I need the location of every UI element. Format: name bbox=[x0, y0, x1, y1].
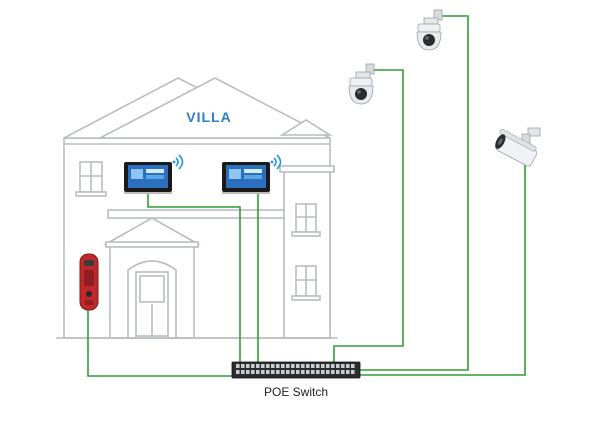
switch-port bbox=[271, 364, 275, 368]
cables bbox=[87, 15, 526, 377]
switch-port bbox=[266, 364, 270, 368]
switch-port bbox=[296, 364, 300, 368]
switch-port bbox=[341, 364, 345, 368]
dome-camera-icon-2 bbox=[416, 9, 443, 51]
villa-house: VILLA bbox=[56, 77, 338, 339]
switch-port bbox=[236, 364, 240, 368]
villa-label: VILLA bbox=[186, 109, 231, 125]
switch-port bbox=[261, 364, 265, 368]
switch-port bbox=[246, 364, 250, 368]
poe-switch: POE Switch bbox=[231, 361, 361, 399]
switch-port bbox=[256, 364, 260, 368]
switch-port bbox=[261, 370, 265, 374]
house-roof-right bbox=[99, 77, 331, 139]
switch-port bbox=[311, 370, 315, 374]
bullet-camera-icon bbox=[495, 127, 541, 167]
switch-port bbox=[331, 364, 335, 368]
house-right-wing bbox=[283, 169, 331, 339]
switch-port bbox=[281, 370, 285, 374]
switch-label: POE Switch bbox=[264, 385, 328, 399]
switch-port bbox=[281, 364, 285, 368]
switch-port bbox=[276, 370, 280, 374]
switch-port bbox=[306, 370, 310, 374]
switch-port bbox=[266, 370, 270, 374]
switch-port bbox=[291, 370, 295, 374]
switch-port bbox=[346, 364, 350, 368]
cable-dome-camera-2 bbox=[360, 15, 469, 371]
switch-port bbox=[251, 370, 255, 374]
monitor-icon-1 bbox=[124, 162, 172, 194]
cable-monitor-1 bbox=[147, 194, 241, 366]
switch-port bbox=[286, 364, 290, 368]
wifi-icon-1 bbox=[172, 154, 184, 170]
switch-port bbox=[246, 370, 250, 374]
switch-port bbox=[306, 364, 310, 368]
right-wing-cornice bbox=[279, 165, 335, 173]
roof-dormer bbox=[279, 119, 333, 136]
switch-ports bbox=[236, 364, 355, 374]
switch-port bbox=[336, 364, 340, 368]
switch-port bbox=[336, 370, 340, 374]
doorbell-icon bbox=[79, 253, 99, 311]
switch-port bbox=[301, 364, 305, 368]
switch-port bbox=[256, 370, 260, 374]
switch-port bbox=[301, 370, 305, 374]
switch-port bbox=[271, 370, 275, 374]
monitor-icon-2 bbox=[222, 162, 270, 194]
cable-dome-camera-1 bbox=[333, 69, 404, 362]
cable-doorbell bbox=[87, 310, 236, 377]
switch-port bbox=[286, 370, 290, 374]
switch-port bbox=[321, 364, 325, 368]
switch-port bbox=[241, 364, 245, 368]
switch-port bbox=[326, 370, 330, 374]
switch-port bbox=[311, 364, 315, 368]
switch-port bbox=[321, 370, 325, 374]
wifi-icon-2 bbox=[270, 154, 282, 170]
switch-port bbox=[291, 364, 295, 368]
switch-port bbox=[351, 370, 355, 374]
switch-port bbox=[276, 364, 280, 368]
dome-camera-icon-1 bbox=[348, 63, 375, 105]
switch-port bbox=[251, 364, 255, 368]
switch-port bbox=[341, 370, 345, 374]
switch-port bbox=[331, 370, 335, 374]
switch-port bbox=[316, 370, 320, 374]
switch-port bbox=[351, 364, 355, 368]
switch-port bbox=[236, 370, 240, 374]
cable-bullet-camera bbox=[360, 160, 526, 376]
switch-port bbox=[296, 370, 300, 374]
switch-port bbox=[326, 364, 330, 368]
switch-port bbox=[316, 364, 320, 368]
switch-port bbox=[346, 370, 350, 374]
switch-port bbox=[241, 370, 245, 374]
